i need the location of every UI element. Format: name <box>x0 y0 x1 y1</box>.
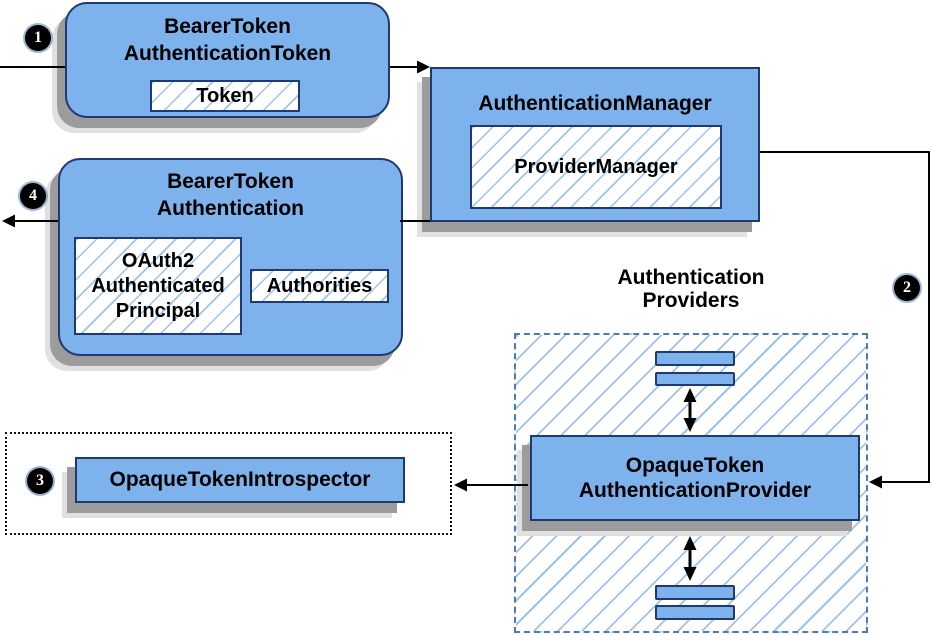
authentication-manager-box: AuthenticationManager ProviderManager <box>430 67 760 222</box>
step-3-number: 3 <box>36 472 44 489</box>
arrow-token-to-manager-head <box>417 60 430 74</box>
opaque-token-introspector-box: OpaqueTokenIntrospector <box>75 457 405 503</box>
bearer-token-authentication-token-title: BearerToken AuthenticationToken <box>123 15 332 65</box>
opaque-token-introspector-group: OpaqueTokenIntrospector <box>5 432 452 535</box>
authentication-providers-group: OpaqueToken AuthenticationProvider <box>514 333 868 633</box>
bearer-token-authentication-token-box: BearerToken AuthenticationToken Token <box>65 2 390 118</box>
oauth2-authenticated-principal-label: OAuth2 Authenticated Principal <box>91 249 225 322</box>
provider-manager-chip: ProviderManager <box>470 125 722 209</box>
opaque-token-introspector-title: OpaqueTokenIntrospector <box>109 468 371 491</box>
bearer-token-authentication-box: BearerToken Authentication OAuth2 Authen… <box>58 158 403 356</box>
authentication-manager-title: AuthenticationManager <box>478 92 712 115</box>
step-4-number: 4 <box>29 187 37 204</box>
provider-stack-bar-bottom-2 <box>655 605 735 620</box>
opaque-token-authentication-provider-title: OpaqueToken AuthenticationProvider <box>578 454 812 502</box>
arrow-authentication-out-head <box>2 214 15 228</box>
authorities-label: Authorities <box>266 274 373 297</box>
provider-stack-bar-top-2 <box>655 372 735 386</box>
provider-manager-label: ProviderManager <box>514 155 678 178</box>
step-1-badge: 1 <box>25 25 51 51</box>
token-label: Token <box>196 84 254 107</box>
opaque-token-authentication-provider-box: OpaqueToken AuthenticationProvider <box>530 435 860 521</box>
step-2-badge: 2 <box>894 275 920 301</box>
oauth2-authenticated-principal-chip: OAuth2 Authenticated Principal <box>74 237 242 335</box>
step-1-number: 1 <box>34 29 42 46</box>
provider-stack-bar-top-1 <box>655 351 735 366</box>
authorities-chip: Authorities <box>250 269 389 303</box>
token-chip: Token <box>150 80 300 112</box>
step-3-badge: 3 <box>27 468 53 494</box>
provider-stack-bar-bottom-1 <box>655 585 735 600</box>
arrow-provider-to-introspector-head <box>454 478 467 492</box>
authentication-providers-label: Authentication Providers <box>617 266 765 312</box>
step-4-badge: 4 <box>20 183 46 209</box>
arrow-manager-to-provider-head <box>869 475 882 489</box>
bearer-token-authentication-title: BearerToken Authentication <box>157 170 304 220</box>
step-2-number: 2 <box>903 279 911 296</box>
